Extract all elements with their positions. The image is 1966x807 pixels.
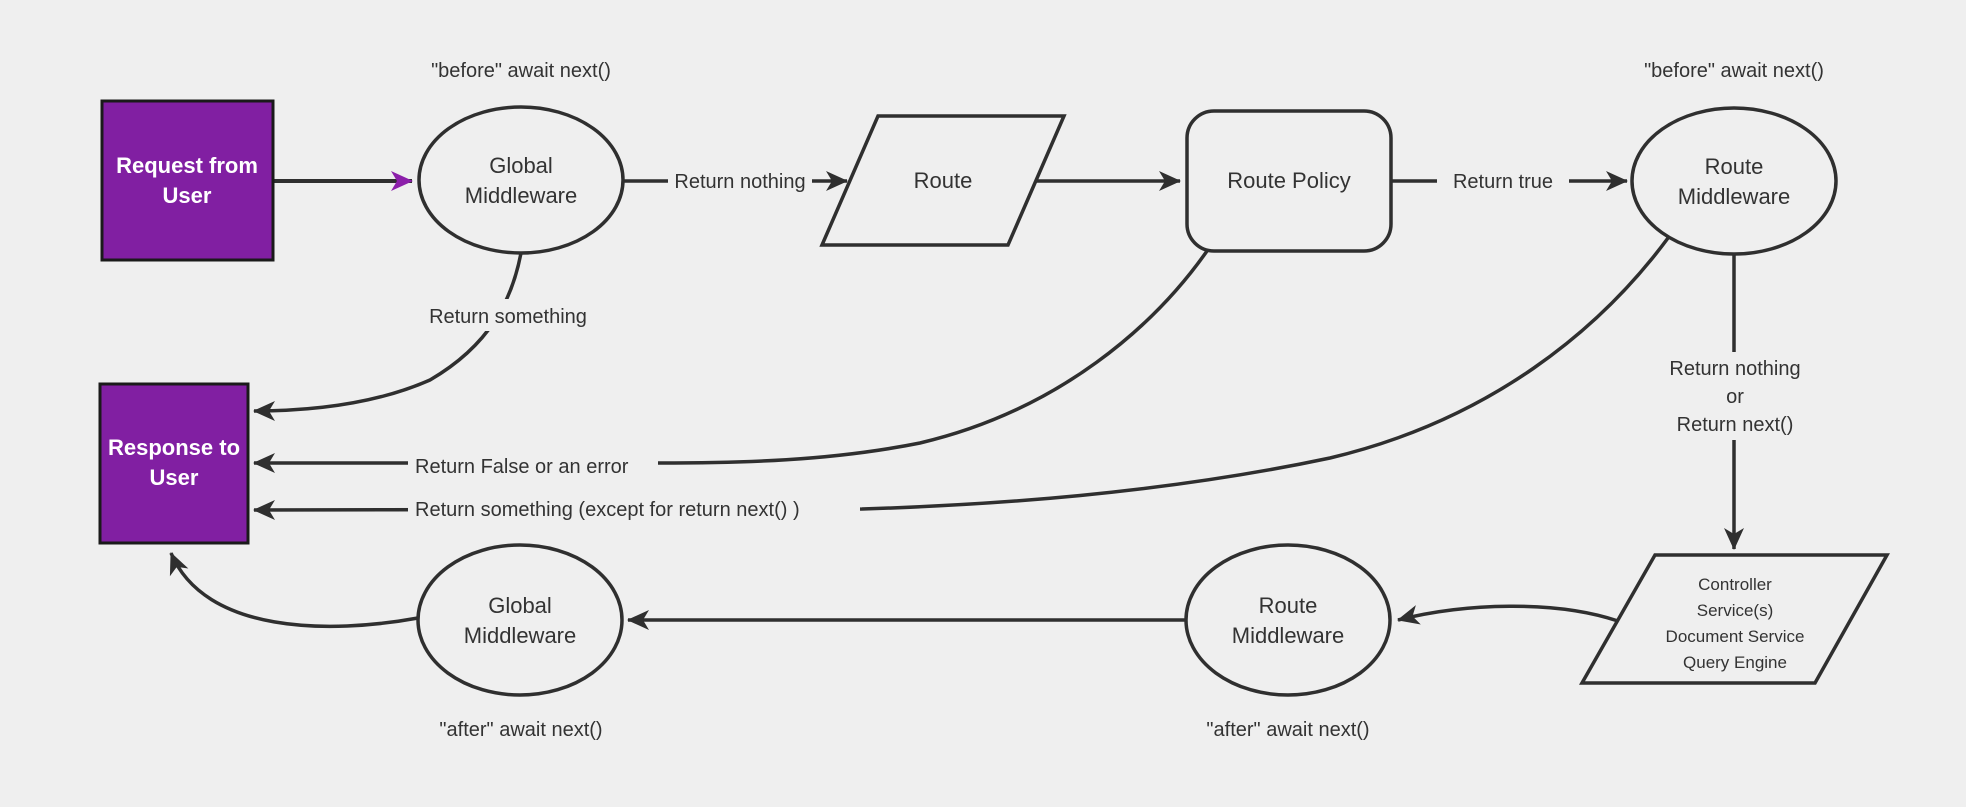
- label-bg-return-nothing: [668, 167, 812, 196]
- edge-label-return-false-or-error: Return False or an error: [415, 456, 629, 478]
- edge-route-middleware-return-something-to-response: [253, 236, 1670, 520]
- route-label: Route: [914, 168, 973, 193]
- route-middleware-bottom-label-line2: Middleware: [1232, 623, 1345, 648]
- global-middleware-top-label-line1: Global: [489, 153, 553, 178]
- route-middleware-bottom-ellipse: [1184, 543, 1392, 697]
- label-bg-return-false: [408, 449, 658, 479]
- edge-label-before-await-next-left: "before" await next(): [431, 60, 611, 82]
- edge-label-return-nothing: Return nothing: [674, 171, 805, 193]
- label-bg-return-nothing-or: [1650, 352, 1820, 440]
- global-middleware-top-ellipse: [417, 105, 625, 255]
- controller-label-line2: Service(s): [1697, 601, 1774, 620]
- response-to-user-label-line1: Response to: [108, 435, 240, 460]
- response-to-user-box: [98, 382, 250, 545]
- label-bg-return-something: [410, 299, 606, 331]
- global-middleware-bottom-label-line2: Middleware: [464, 623, 577, 648]
- request-from-user-label-line1: Request from: [116, 153, 258, 178]
- controller-label-line3: Document Service: [1666, 627, 1805, 646]
- edge-route-policy-return-false-to-response: [253, 249, 1209, 473]
- edge-label-return-something: Return something: [429, 306, 587, 328]
- edge-label-after-await-next-right: "after" await next(): [1206, 719, 1369, 741]
- edge-label-return-true: Return true: [1453, 171, 1553, 193]
- response-to-user-label-line2: User: [150, 465, 199, 490]
- edge-label-return-nothing-or-line2: or: [1726, 386, 1744, 408]
- route-middleware-bottom-label-line1: Route: [1259, 593, 1318, 618]
- global-middleware-top-label-line2: Middleware: [465, 183, 578, 208]
- controller-label-line4: Query Engine: [1683, 653, 1787, 672]
- edge-controller-to-route-middleware-bottom: [1397, 604, 1619, 625]
- edge-global-middleware-bottom-to-response: [169, 552, 419, 629]
- route-middleware-top-ellipse: [1630, 106, 1838, 256]
- edge-label-after-await-next-left: "after" await next(): [439, 719, 602, 741]
- label-bg-return-something-except: [408, 495, 860, 525]
- route-policy-label: Route Policy: [1227, 168, 1351, 193]
- controller-label-line1: Controller: [1698, 575, 1772, 594]
- route-middleware-top-label-line1: Route: [1705, 154, 1764, 179]
- edge-label-before-await-next-right: "before" await next(): [1644, 60, 1824, 82]
- request-from-user-box: [100, 99, 275, 262]
- global-middleware-bottom-ellipse: [416, 543, 624, 697]
- route-middleware-top-label-line2: Middleware: [1678, 184, 1791, 209]
- edge-global-middleware-return-something-to-response: [253, 252, 523, 421]
- label-bg-return-true: [1437, 167, 1569, 196]
- controller-services-parallelogram: [1578, 553, 1890, 685]
- edge-label-return-nothing-or-line1: Return nothing: [1669, 358, 1800, 380]
- route-parallelogram: [819, 114, 1067, 247]
- request-from-user-label-line2: User: [163, 183, 212, 208]
- global-middleware-bottom-label-line1: Global: [488, 593, 552, 618]
- edge-label-return-something-except: Return something (except for return next…: [415, 499, 800, 521]
- edge-label-return-nothing-or-line3: Return next(): [1677, 414, 1794, 436]
- route-policy-box: [1185, 109, 1393, 253]
